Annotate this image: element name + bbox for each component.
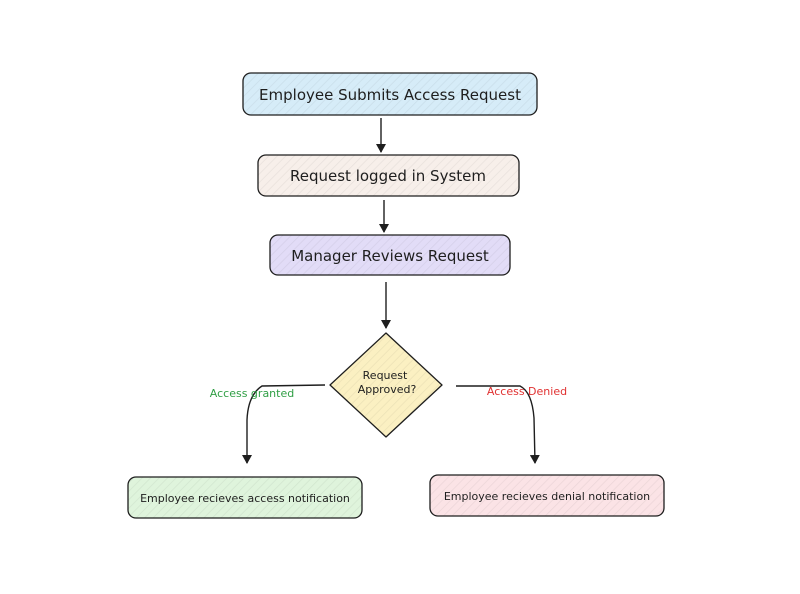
node-decision-approved[interactable]: Request Approved? [329,332,443,438]
node-submit-request[interactable]: Employee Submits Access Request [242,72,538,116]
node-granted-label: Employee recieves access notification [140,492,350,505]
node-denied-label: Employee recieves denial notification [444,490,650,503]
decision-label-line1: Request [363,369,408,382]
node-submit-label: Employee Submits Access Request [259,86,521,104]
node-logged-label: Request logged in System [290,167,486,185]
arrow-decision-to-denied [456,385,540,464]
node-review-label: Manager Reviews Request [291,247,489,265]
node-manager-review[interactable]: Manager Reviews Request [269,234,511,276]
edge-label-access-denied: Access Denied [487,385,567,398]
decision-label-line2: Approved? [358,383,417,396]
edge-label-access-granted: Access granted [210,387,294,400]
arrow-decision-to-granted [242,384,326,464]
node-access-granted-notification[interactable]: Employee recieves access notification [127,476,363,519]
node-denial-notification[interactable]: Employee recieves denial notification [429,474,665,517]
node-request-logged[interactable]: Request logged in System [257,154,520,197]
